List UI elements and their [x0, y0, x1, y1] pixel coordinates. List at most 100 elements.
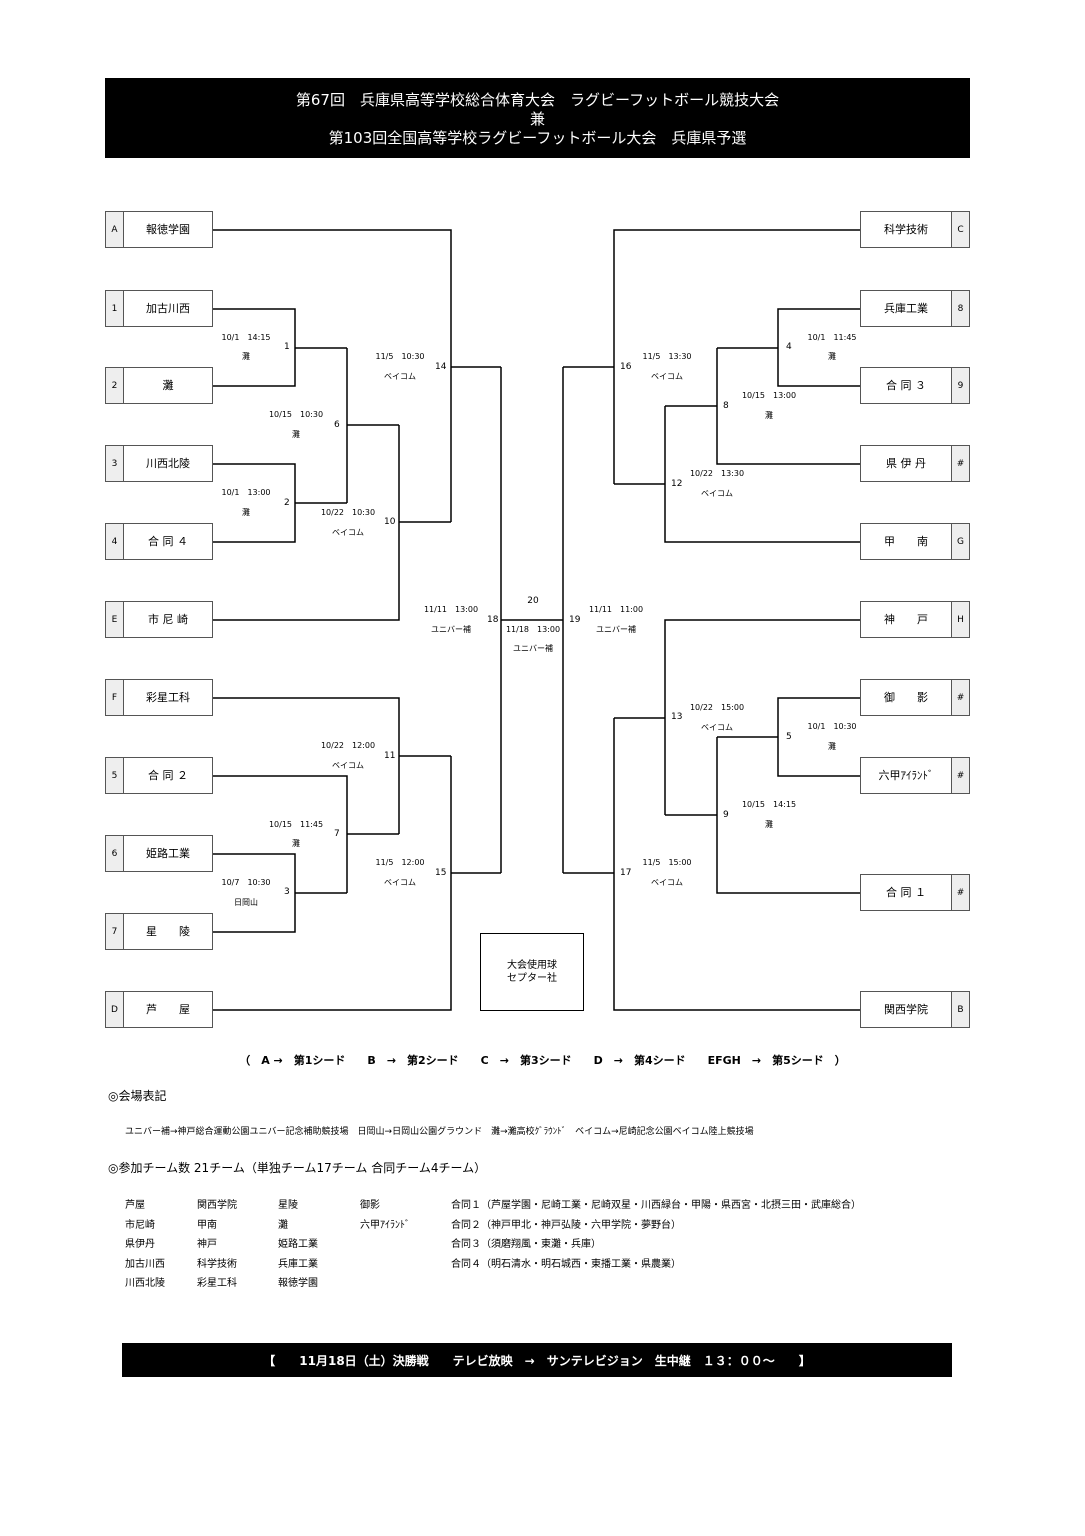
team-box-left-彩星工科: F 彩星工科	[105, 679, 213, 716]
line-m17	[563, 718, 860, 1011]
joint-team-list: 合同１（芦屋学園・尼崎工業・尼崎双星・川西緑台・甲陽・県西宮・北摂三田・武庫総合…	[451, 1196, 861, 1274]
team-name: 市 尼 崎	[148, 613, 188, 626]
line-m5	[717, 697, 860, 777]
seed-label: #	[951, 875, 969, 910]
line-m1	[213, 308, 347, 387]
match-venue: 灘	[242, 508, 250, 517]
match-number: 3	[284, 887, 290, 897]
seed-label: G	[951, 524, 969, 559]
list-item: 星陵	[278, 1200, 298, 1211]
team-name: 彩星工科	[146, 691, 190, 704]
team-box-left-報徳学園: A 報徳学園	[105, 211, 213, 248]
team-box-right-合同1: 合 同 １ #	[860, 874, 970, 911]
match-venue: ベイコム	[384, 878, 416, 887]
title-line-3: 第103回全国高等学校ラグビーフットボール大会 兵庫県予選	[328, 129, 747, 147]
seed-label: 1	[106, 291, 124, 326]
team-name: 灘	[162, 379, 174, 392]
team-box-right-関西学院: 関西学院 B	[860, 991, 970, 1028]
seed-label: 7	[106, 914, 124, 949]
seed-label: 8	[951, 291, 969, 326]
match-date: 10/1 11:45	[807, 333, 857, 342]
team-box-left-芦屋: D 芦 屋	[105, 991, 213, 1028]
seed-label: 5	[106, 758, 124, 793]
list-item: 芦屋	[125, 1200, 145, 1211]
match-venue: 灘	[828, 742, 836, 751]
list-item: 灘	[278, 1219, 288, 1231]
match-venue: ベイコム	[651, 878, 683, 887]
match-number: 17	[620, 868, 632, 878]
list-item: 加古川西	[125, 1258, 165, 1270]
team-box-left-姫路工業: 6 姫路工業	[105, 835, 213, 872]
match-date: 10/7 10:30	[221, 878, 271, 887]
seed-label: 2	[106, 368, 124, 403]
match-date: 11/5 13:30	[642, 352, 692, 361]
match-number: 14	[435, 362, 447, 372]
match-number: 11	[384, 751, 396, 761]
match-date: 11/5 12:00	[375, 858, 425, 867]
match-venue: ベイコム	[332, 761, 364, 770]
match-venue: 日岡山	[234, 898, 258, 907]
list-item: 甲南	[197, 1219, 217, 1231]
match-venue: 灘	[242, 352, 250, 361]
list-item: 六甲ｱｲﾗﾝﾄﾞ	[360, 1219, 410, 1231]
match-venue: ベイコム	[651, 372, 683, 381]
list-item: 神戸	[197, 1239, 217, 1250]
team-box-left-加古川西: 1 加古川西	[105, 290, 213, 327]
match-number: 5	[786, 732, 792, 742]
team-name: 科学技術	[884, 223, 928, 236]
seed-label: #	[951, 758, 969, 793]
list-item: 彩星工科	[197, 1278, 237, 1289]
match-date: 10/1 13:00	[221, 488, 271, 497]
match-date: 10/22 12:00	[320, 741, 376, 750]
match-number: 20	[527, 596, 539, 606]
team-box-right-科学技術: 科学技術 C	[860, 211, 970, 248]
line-m7	[213, 775, 399, 893]
line-m9	[665, 737, 860, 894]
line-m16	[563, 229, 860, 484]
venue-legend: ユニバー補→神戸総合運動公園ユニバー記念補助競技場 日岡山→日岡山公園グラウンド…	[125, 1127, 754, 1137]
team-name: 川西北陵	[146, 457, 190, 470]
match-venue: ユニバー補	[513, 644, 553, 653]
match-number: 10	[384, 517, 396, 527]
team-list-column-4: 御影 六甲ｱｲﾗﾝﾄﾞ	[360, 1196, 410, 1235]
list-item: 御影	[360, 1200, 380, 1211]
team-name: 合 同 ４	[148, 535, 188, 548]
title-line-1: 第67回 兵庫県高等学校総合体育大会 ラグビーフットボール競技大会	[295, 91, 780, 109]
team-box-right-県伊丹: 県 伊 丹 #	[860, 445, 970, 482]
match-number: 19	[569, 615, 581, 625]
team-box-right-六甲アイランド: 六甲ｱｲﾗﾝﾄﾞ #	[860, 757, 970, 794]
title-banner: 第67回 兵庫県高等学校総合体育大会 ラグビーフットボール競技大会 兼 第103…	[105, 78, 970, 158]
team-name: 合 同 ２	[148, 769, 188, 782]
list-item: 関西学院	[197, 1200, 237, 1211]
team-box-left-市尼崎: E 市 尼 崎	[105, 601, 213, 638]
team-name: 甲 南	[884, 535, 928, 548]
list-item: 合同４（明石清水・明石城西・東播工業・県農業）	[451, 1258, 681, 1270]
match-venue: ベイコム	[384, 372, 416, 381]
team-name: 神 戸	[884, 613, 928, 626]
match-date: 10/1 10:30	[807, 722, 857, 731]
list-item: 川西北陵	[125, 1278, 165, 1289]
seed-label: #	[951, 680, 969, 715]
list-item: 姫路工業	[278, 1239, 318, 1250]
list-item: 兵庫工業	[278, 1258, 318, 1270]
match-date: 10/15 13:00	[741, 391, 797, 400]
match-venue: 灘	[765, 820, 773, 829]
seed-label: H	[951, 602, 969, 637]
match-venue: ベイコム	[701, 723, 733, 732]
line-m10	[213, 425, 451, 621]
ball-maker: セプター社	[507, 973, 557, 984]
team-name: 六甲ｱｲﾗﾝﾄﾞ	[878, 769, 934, 782]
match-venue: 灘	[292, 430, 300, 439]
match-date: 10/22 15:00	[689, 703, 745, 712]
team-box-left-川西北陵: 3 川西北陵	[105, 445, 213, 482]
match-date: 10/22 10:30	[320, 508, 376, 517]
list-item: 合同３（須磨翔風・東灘・兵庫）	[451, 1239, 601, 1250]
team-name: 星 陵	[146, 925, 190, 938]
team-box-right-甲南: 甲 南 G	[860, 523, 970, 560]
line-m11	[213, 697, 451, 834]
match-number: 18	[487, 615, 499, 625]
team-box-right-兵庫工業: 兵庫工業 8	[860, 290, 970, 327]
ball-label: 大会使用球	[507, 960, 557, 971]
match-venue: 灘	[765, 411, 773, 420]
